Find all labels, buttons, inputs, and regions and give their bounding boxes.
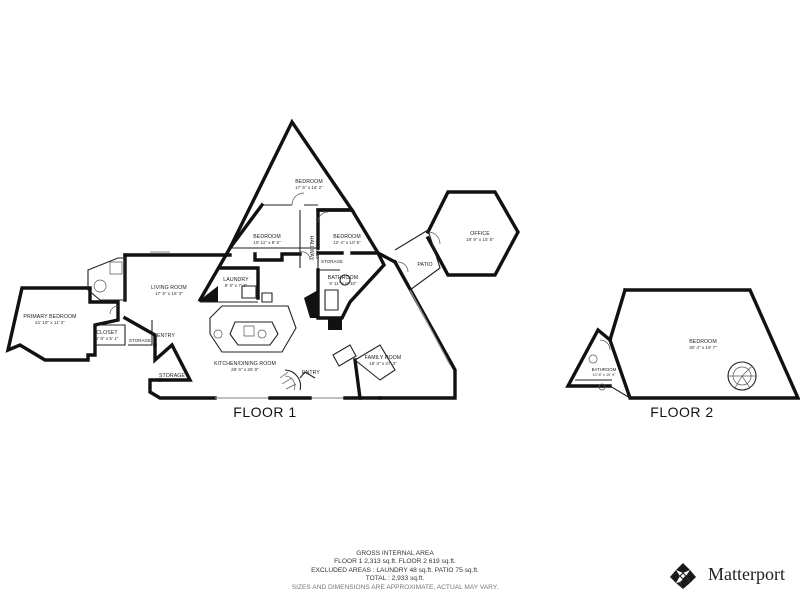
area-excluded: EXCLUDED AREAS : LAUNDRY 48 sq.ft. PATIO… bbox=[311, 566, 479, 574]
matterport-logo-icon bbox=[670, 563, 696, 589]
brand-name: Matterport bbox=[708, 564, 785, 584]
area-title: GROSS INTERNAL AREA bbox=[356, 550, 434, 557]
area-total: TOTAL : 2,933 sq.ft. bbox=[365, 575, 425, 583]
room-dims: 4' 0" x 9' 10" bbox=[315, 235, 320, 261]
room-dims: 21' 10" x 11' 2" bbox=[35, 320, 65, 325]
room-name: ENTRY bbox=[302, 370, 320, 376]
office-plan bbox=[394, 190, 520, 291]
room-name: STORAGE bbox=[159, 373, 185, 379]
matterport-brand: Matterport bbox=[668, 560, 800, 592]
room-name: BEDROOM bbox=[253, 234, 281, 240]
floor-2-plan bbox=[565, 287, 800, 400]
room-name: STORAGE bbox=[321, 259, 343, 264]
room-name: CLOSET bbox=[96, 330, 118, 336]
room-name: PRIMARY BEDROOM bbox=[23, 314, 76, 320]
room-dims: 10' 11" x 8' 5" bbox=[253, 240, 281, 245]
floor-2-label: FLOOR 2 bbox=[650, 404, 713, 420]
room-name: BATHROOM bbox=[592, 367, 617, 372]
room-name: BEDROOM bbox=[295, 179, 323, 185]
room-dims: 18' 3" x 27' 3" bbox=[369, 361, 397, 366]
floor-1-plan bbox=[5, 118, 457, 400]
room-dims: 8' 3" x 7' 3" bbox=[225, 283, 248, 288]
room-dims: 17' 5" x 16' 2" bbox=[295, 185, 323, 190]
room-dims: 9' 11" x 8' 10" bbox=[329, 281, 357, 286]
room-dims: 12' 4" x 10' 5" bbox=[333, 240, 361, 245]
room-name: KITCHEN/DINING ROOM bbox=[214, 361, 276, 367]
room-name: LIVING ROOM bbox=[151, 285, 187, 291]
room-name: LAUNDRY bbox=[223, 277, 249, 283]
room-name: ENTRY bbox=[157, 333, 175, 339]
room-name: FAMILY ROOM bbox=[365, 355, 402, 361]
room-name: BEDROOM bbox=[333, 234, 361, 240]
room-name: STORAGE bbox=[129, 338, 151, 343]
room-dims: 6' 9" x 5' 1" bbox=[96, 336, 119, 341]
room-dims: 10' 8" x 10' 9" bbox=[593, 373, 617, 377]
floor-1-label: FLOOR 1 bbox=[233, 404, 296, 420]
area-floors: FLOOR 1 2,313 sq.ft. FLOOR 2 619 sq.ft. bbox=[334, 558, 456, 566]
area-note: SIZES AND DIMENSIONS ARE APPROXIMATE, AC… bbox=[291, 583, 499, 591]
room-dims: 30' 4" x 19' 7" bbox=[689, 345, 717, 350]
room-name: HALLWAY bbox=[308, 236, 314, 261]
room-labels: BEDROOM 17' 5" x 16' 2" BEDROOM 10' 11" … bbox=[23, 179, 717, 379]
room-name: OFFICE bbox=[470, 231, 490, 237]
room-dims: 29' 6" x 25' 8" bbox=[231, 367, 259, 372]
area-summary: GROSS INTERNAL AREA FLOOR 1 2,313 sq.ft.… bbox=[250, 550, 540, 592]
room-name: BEDROOM bbox=[689, 339, 717, 345]
room-name: PATIO bbox=[417, 262, 432, 268]
room-dims: 17' 5" x 16' 3" bbox=[155, 291, 183, 296]
room-dims: 19' 9" x 15' 6" bbox=[466, 237, 494, 242]
room-name: BATHROOM bbox=[328, 275, 358, 281]
